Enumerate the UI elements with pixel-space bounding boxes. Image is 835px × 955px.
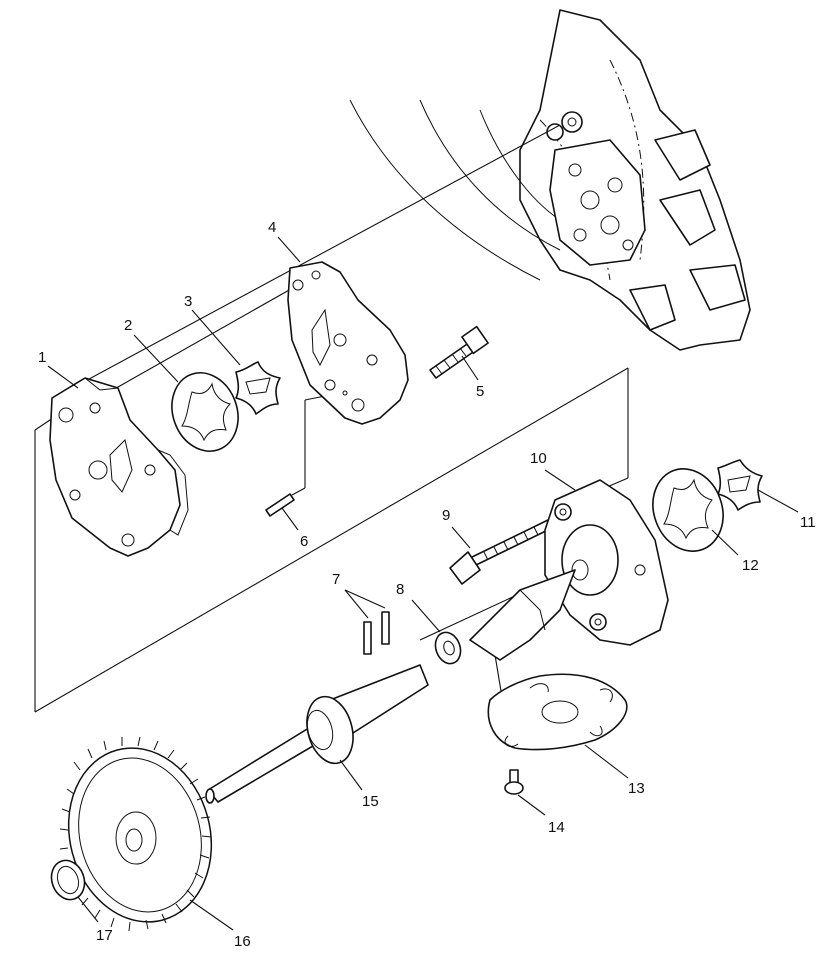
- part-8-washer: [411, 599, 462, 665]
- part-2-outer-rotor: [171, 372, 239, 452]
- crankcase: [349, 9, 751, 351]
- callout-4: 4: [268, 219, 276, 236]
- part-12-outer-rotor: [652, 468, 739, 556]
- part-1-pump-plate: [49, 377, 189, 557]
- part-17-ring: [50, 859, 99, 923]
- part-15-shaft: [205, 664, 429, 804]
- callout-11: 11: [800, 514, 816, 531]
- callout-6: 6: [300, 533, 308, 550]
- callout-labels: 1 2 3 4 5 6 7 8 9 10 11 12 13 14 15 16 1…: [38, 219, 816, 950]
- part-14-screw: [504, 769, 546, 816]
- callout-12: 12: [742, 557, 759, 574]
- part-5-screw: [429, 325, 489, 381]
- part-10-pump-cover: [469, 469, 669, 661]
- callout-3: 3: [184, 293, 192, 310]
- callout-8: 8: [396, 581, 404, 598]
- callout-17: 17: [96, 927, 113, 944]
- callout-9: 9: [442, 507, 450, 524]
- callout-16: 16: [234, 933, 251, 950]
- part-11-inner-rotor: [717, 459, 799, 513]
- callout-5: 5: [476, 383, 484, 400]
- part-6-pin: [265, 493, 299, 531]
- part-9-bolt: [449, 519, 553, 585]
- callout-14: 14: [548, 819, 565, 836]
- callout-1: 1: [38, 349, 46, 366]
- callout-2: 2: [124, 317, 132, 334]
- callout-13: 13: [628, 780, 645, 797]
- callout-10: 10: [530, 450, 547, 467]
- part-4-intermediate-plate: [287, 261, 409, 425]
- callout-15: 15: [362, 793, 379, 810]
- leader-lines: [47, 236, 301, 389]
- part-13-gasket: [487, 673, 629, 779]
- part-3-inner-rotor: [235, 361, 281, 415]
- part-16-drive-gear: [59, 736, 234, 932]
- callout-7: 7: [332, 571, 340, 588]
- part-7-pins: [344, 589, 390, 655]
